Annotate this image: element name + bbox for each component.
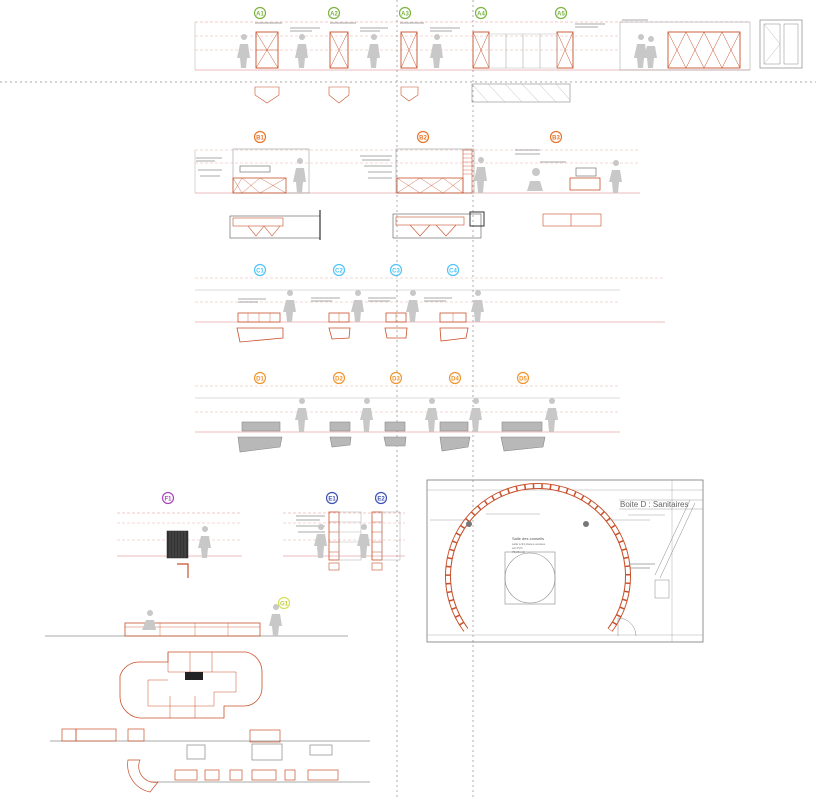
tag-a4: A4: [474, 6, 488, 20]
svg-text:A1: A1: [256, 12, 264, 18]
bench-d4: [439, 421, 469, 432]
counter-b3: [569, 177, 601, 191]
tag-c4: C4: [446, 263, 460, 277]
panel-f1: [166, 530, 189, 559]
bench-d2: [329, 421, 351, 432]
tag-a2: A2: [327, 6, 341, 20]
room-note-3: 75,26 m2: [512, 550, 525, 554]
room-label: Salle des consells: [512, 536, 544, 541]
row-c-elevations: [195, 277, 665, 323]
tag-g1: G1: [277, 596, 291, 610]
svg-text:D4: D4: [451, 377, 459, 383]
row-b-notes: [196, 149, 566, 179]
row-b-elevations: [194, 148, 640, 194]
bench-d3: [384, 421, 406, 432]
svg-text:F1: F1: [164, 497, 172, 503]
svg-text:D2: D2: [335, 377, 343, 383]
row-a-cabinets: [255, 31, 741, 69]
svg-text:A5: A5: [557, 12, 565, 18]
shelf-e1: [328, 511, 340, 561]
tag-d3: D3: [389, 371, 403, 385]
row-c-notes: [238, 297, 452, 303]
row-a-notes: [255, 19, 648, 32]
tag-c1: C1: [253, 263, 267, 277]
svg-text:E1: E1: [328, 497, 336, 503]
row-d-benches: [237, 421, 546, 453]
row-a-plans: [254, 83, 571, 104]
cabinet-a2: [329, 31, 349, 69]
row-g-plan: [119, 651, 263, 719]
row-f-elevation: [117, 512, 242, 578]
tag-d1: D1: [253, 371, 267, 385]
row-g-elevation: [45, 622, 348, 637]
svg-text:E2: E2: [377, 497, 385, 503]
bench-d5: [501, 421, 543, 432]
tag-d4: D4: [448, 371, 462, 385]
tag-d5: D5: [516, 371, 530, 385]
svg-text:D1: D1: [256, 377, 264, 383]
tag-e2: E2: [374, 491, 388, 505]
svg-text:B3: B3: [552, 136, 560, 142]
tag-f1: F1: [161, 491, 175, 505]
tag-d2: D2: [332, 371, 346, 385]
row-a-glass-panels: [488, 33, 558, 69]
svg-text:C1: C1: [256, 269, 264, 275]
svg-text:B1: B1: [256, 136, 264, 142]
row-g-details: [50, 728, 370, 793]
row-b-counters: [232, 165, 601, 194]
svg-text:A4: A4: [477, 12, 485, 18]
svg-text:G1: G1: [280, 602, 289, 608]
bench-d1: [241, 421, 281, 432]
tag-e1: E1: [325, 491, 339, 505]
room-note-1: salle à 94 places assises: [512, 542, 546, 546]
counter-b1: [232, 177, 287, 194]
row-a-elevations: [194, 19, 803, 71]
svg-text:D5: D5: [519, 377, 527, 383]
tag-b1: B1: [253, 130, 267, 144]
svg-text:C2: C2: [335, 269, 343, 275]
people-figures: [142, 34, 657, 636]
bench-g1: [124, 622, 261, 637]
tag-a1: A1: [253, 6, 267, 20]
cabinet-a3: [400, 31, 418, 69]
counter-b2: [396, 177, 464, 194]
tag-b2: B2: [416, 130, 430, 144]
tag-a5: A5: [554, 6, 568, 20]
room-note-2: sol PVC: [512, 546, 524, 550]
shelf-e2: [371, 511, 383, 561]
plan-title: Boite D : Sanitaires: [620, 500, 688, 509]
tag-c2: C2: [332, 263, 346, 277]
row-c-tables: [236, 312, 469, 343]
svg-text:B2: B2: [419, 136, 427, 142]
svg-text:A3: A3: [401, 12, 409, 18]
svg-text:C3: C3: [392, 269, 400, 275]
row-b-plans: [229, 210, 602, 240]
tag-b3: B3: [549, 130, 563, 144]
svg-text:C4: C4: [449, 269, 457, 275]
row-e-elevation: [283, 511, 405, 571]
svg-text:A2: A2: [330, 12, 338, 18]
tag-c3: C3: [389, 263, 403, 277]
svg-text:D3: D3: [392, 377, 400, 383]
tag-a3: A3: [398, 6, 412, 20]
sanitaires-plan: Boite D : Sanitaires Salle des consells …: [426, 479, 704, 643]
